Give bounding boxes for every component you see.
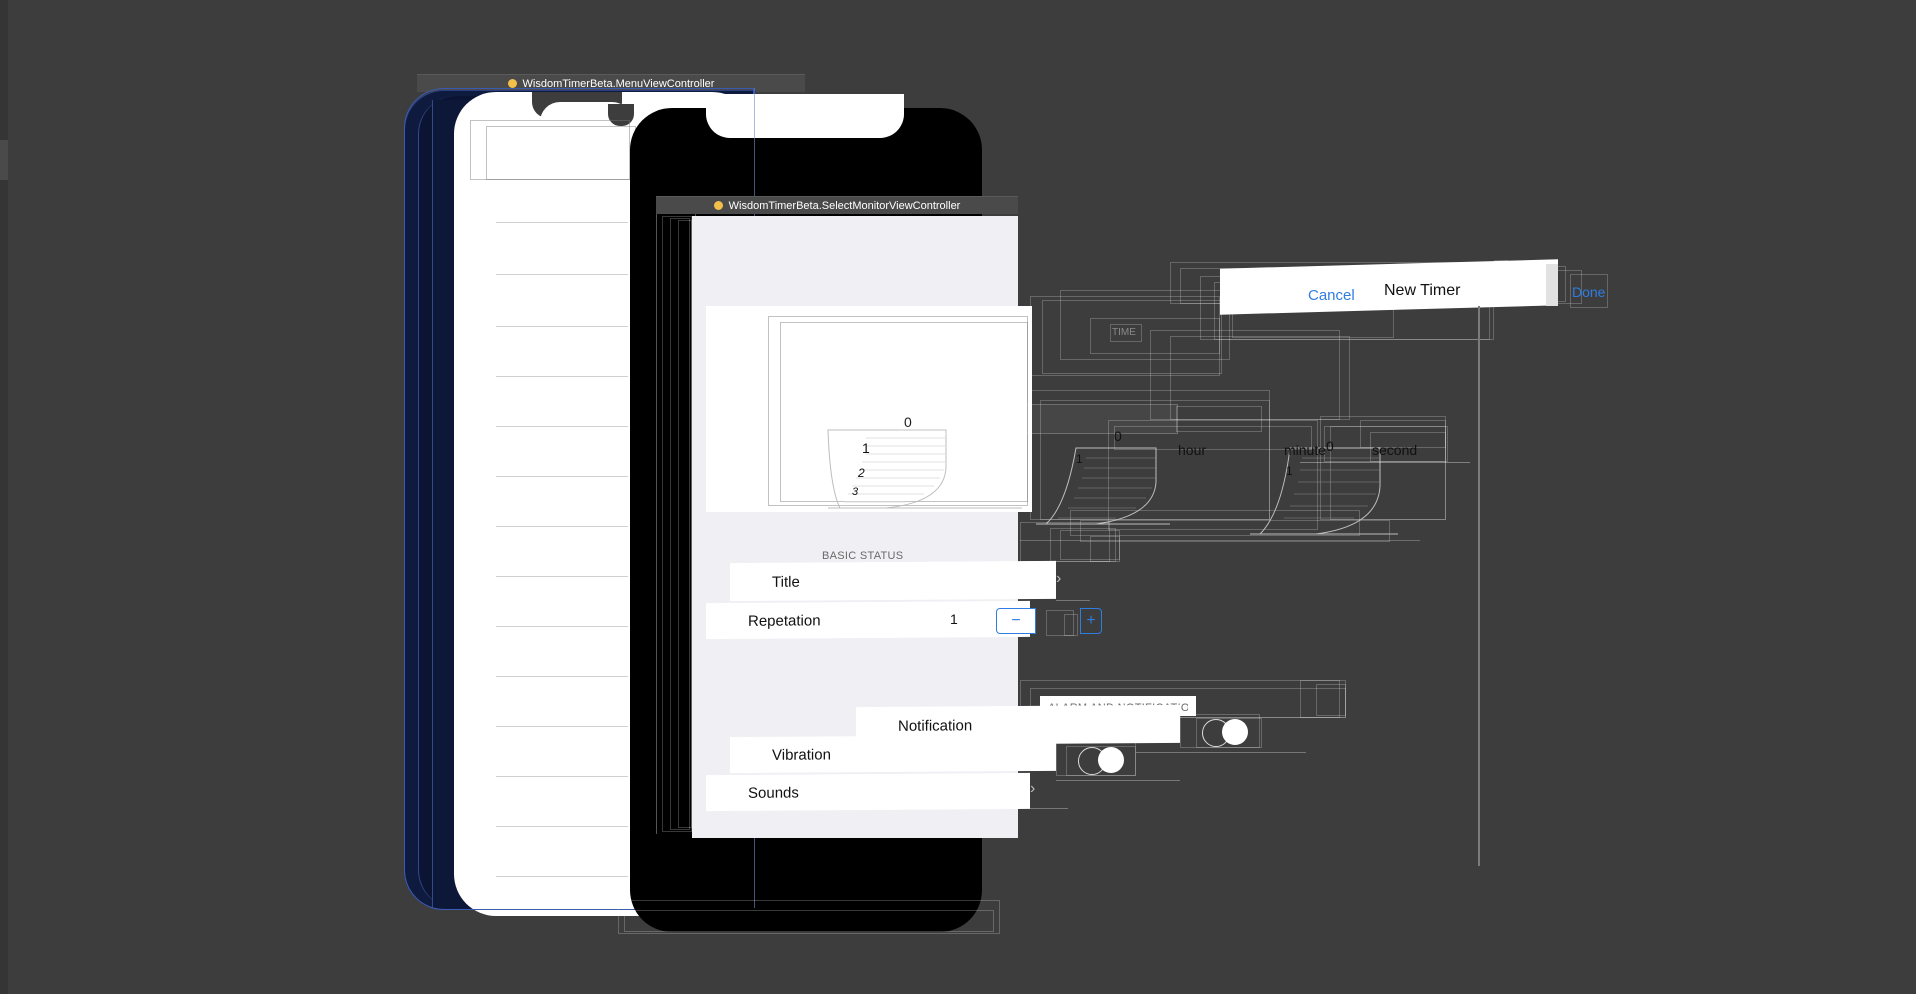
sounds-label: Sounds (748, 783, 799, 802)
sounds-chevron-icon: › (1030, 780, 1036, 797)
done-button[interactable]: Done (1572, 284, 1606, 300)
hour-value-3: 3 (852, 486, 859, 498)
view-controller-icon (713, 201, 723, 210)
basic-status-header: BASIC STATUS (822, 550, 904, 562)
switch-knob-icon (1222, 719, 1248, 745)
vibration-label: Vibration (772, 745, 831, 764)
menu-vc-title-bar[interactable]: WisdomTimerBeta.MenuViewController (417, 74, 805, 92)
second-unit-label: second (1372, 442, 1418, 458)
minus-icon: − (1011, 612, 1021, 629)
sounds-cell[interactable]: Sounds (706, 772, 1030, 812)
select-vc-notch-inner (726, 94, 816, 130)
second-picker-wheel[interactable] (1250, 446, 1400, 536)
hour-value-0: 0 (904, 414, 912, 430)
title-chevron-icon: › (1056, 570, 1062, 587)
vibration-switch[interactable] (1076, 746, 1128, 775)
minute-picker-wheel[interactable] (1036, 446, 1172, 526)
menu-vc-notch-2 (608, 104, 634, 126)
hour-value-1: 1 (862, 440, 870, 456)
second-next-value: 1 (1286, 464, 1293, 478)
repetation-label: Repetation (748, 611, 821, 630)
select-vc-layer-stack (656, 214, 696, 834)
minute-unit-label: minute (1284, 442, 1327, 458)
title-label: Title (772, 573, 800, 591)
hour-value-2: 2 (858, 466, 865, 480)
menu-vc-title: WisdomTimerBeta.MenuViewController (522, 77, 715, 90)
minute-next-value: 1 (1076, 452, 1083, 466)
title-cell[interactable]: Title (730, 560, 1056, 602)
hour-unit-label: hour (1178, 442, 1207, 458)
notification-label: Notification (898, 716, 973, 735)
plus-icon: + (1086, 612, 1096, 629)
second-value: 0 (1326, 438, 1334, 454)
right-guide-line (1478, 306, 1480, 866)
second-wheel-graphic (1250, 447, 1398, 535)
navigation-bar-edge (1546, 264, 1558, 306)
hour-wheel-graphic (827, 429, 1022, 509)
cancel-button[interactable]: Cancel (1308, 287, 1355, 304)
left-edge-marker (0, 140, 8, 180)
table-bottom-edge (692, 828, 1018, 838)
nav-title: New Timer (1384, 282, 1461, 299)
repetation-cell[interactable]: Repetation (706, 600, 1030, 640)
view-controller-icon (507, 79, 517, 88)
switch-knob-icon (1098, 747, 1124, 773)
time-section-header: TIME (1112, 327, 1136, 338)
hour-picker-wheel[interactable] (826, 428, 1026, 510)
repetation-stepper-minus[interactable]: − (996, 608, 1036, 634)
select-vc-title: WisdomTimerBeta.SelectMonitorViewControl… (728, 199, 961, 212)
repetation-value: 1 (950, 611, 958, 627)
minute-wheel-graphic (1036, 447, 1170, 525)
repetation-stepper-plus[interactable]: + (1080, 608, 1102, 634)
notification-switch[interactable] (1200, 718, 1252, 747)
left-edge-strip (0, 0, 8, 994)
minute-value: 0 (1114, 428, 1122, 444)
select-vc-title-bar[interactable]: WisdomTimerBeta.SelectMonitorViewControl… (656, 196, 1018, 214)
vibration-cell[interactable]: Vibration (730, 734, 1056, 774)
